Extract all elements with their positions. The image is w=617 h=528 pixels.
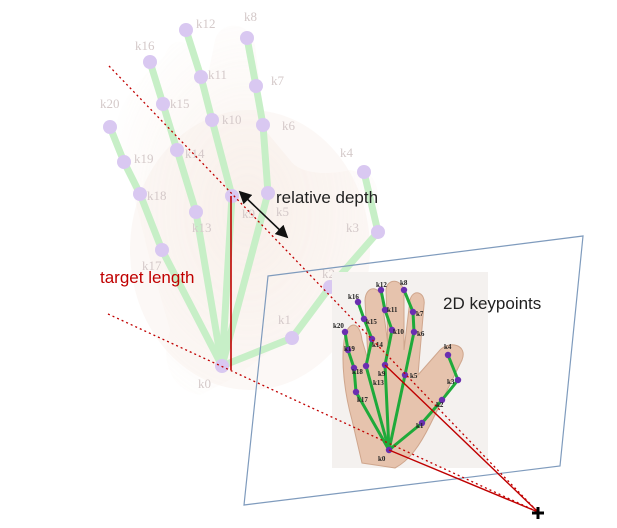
ghost-label-k1: k1	[278, 312, 291, 327]
ghost-label-k3: k3	[346, 220, 359, 235]
ghost-label-k20: k20	[100, 96, 120, 111]
image-label-k11: k11	[387, 306, 398, 314]
image-label-k0: k0	[378, 455, 386, 463]
ghost-label-k11: k11	[208, 67, 227, 82]
relative-depth-label: relative depth	[276, 188, 378, 207]
ghost-label-k0: k0	[198, 376, 211, 391]
projection-rays	[107, 65, 539, 513]
image-label-k6: k6	[417, 330, 425, 338]
ghost-label-k6: k6	[282, 118, 296, 133]
relative-depth-arrow	[238, 190, 289, 239]
image-label-k7: k7	[416, 310, 424, 318]
image-label-k1: k1	[416, 422, 424, 430]
ghost-label-k12: k12	[196, 16, 216, 31]
keypoints-2d-label: 2D keypoints	[443, 294, 541, 313]
image-label-k19: k19	[344, 345, 355, 353]
ghost-label-k19: k19	[134, 151, 154, 166]
ghost-label-k9: k9	[242, 206, 255, 221]
ghost-label-k10: k10	[222, 112, 242, 127]
image-label-k16: k16	[348, 293, 359, 301]
image-label-k14: k14	[372, 341, 383, 349]
image-label-k10: k10	[393, 328, 404, 336]
image-label-k18: k18	[352, 368, 363, 376]
ray-k0-solid	[388, 449, 539, 513]
ray-k9-solid	[384, 364, 539, 513]
ghost-label-k17: k17	[142, 258, 162, 273]
ghost-label-k4: k4	[340, 145, 354, 160]
image-label-k8: k8	[400, 279, 408, 287]
ghost-label-k7: k7	[271, 73, 285, 88]
image-label-k15: k15	[366, 318, 377, 326]
image-label-k4: k4	[444, 343, 452, 351]
ghost-label-k15: k15	[170, 96, 190, 111]
ghost-label-k16: k16	[135, 38, 155, 53]
ray-lower-dotted	[107, 313, 539, 513]
camera-center-icon	[532, 507, 544, 519]
ghost-label-k14: k14	[185, 146, 205, 161]
image-label-k3: k3	[447, 378, 455, 386]
image-label-k9: k9	[378, 370, 386, 378]
image-label-k5: k5	[410, 372, 418, 380]
image-label-k12: k12	[376, 281, 387, 289]
ray-upper-dotted	[108, 65, 539, 513]
ghost-label-k18: k18	[147, 188, 167, 203]
target-length-label: target length	[100, 268, 195, 287]
image-label-k20: k20	[333, 322, 344, 330]
image-label-k2: k2	[436, 401, 444, 409]
image-label-k13: k13	[373, 379, 384, 387]
ghost-label-k13: k13	[192, 220, 212, 235]
image-label-k17: k17	[357, 396, 368, 404]
image-plane	[243, 235, 584, 506]
ghost-label-k8: k8	[244, 9, 257, 24]
ghost-label-k2: k2	[322, 266, 335, 281]
